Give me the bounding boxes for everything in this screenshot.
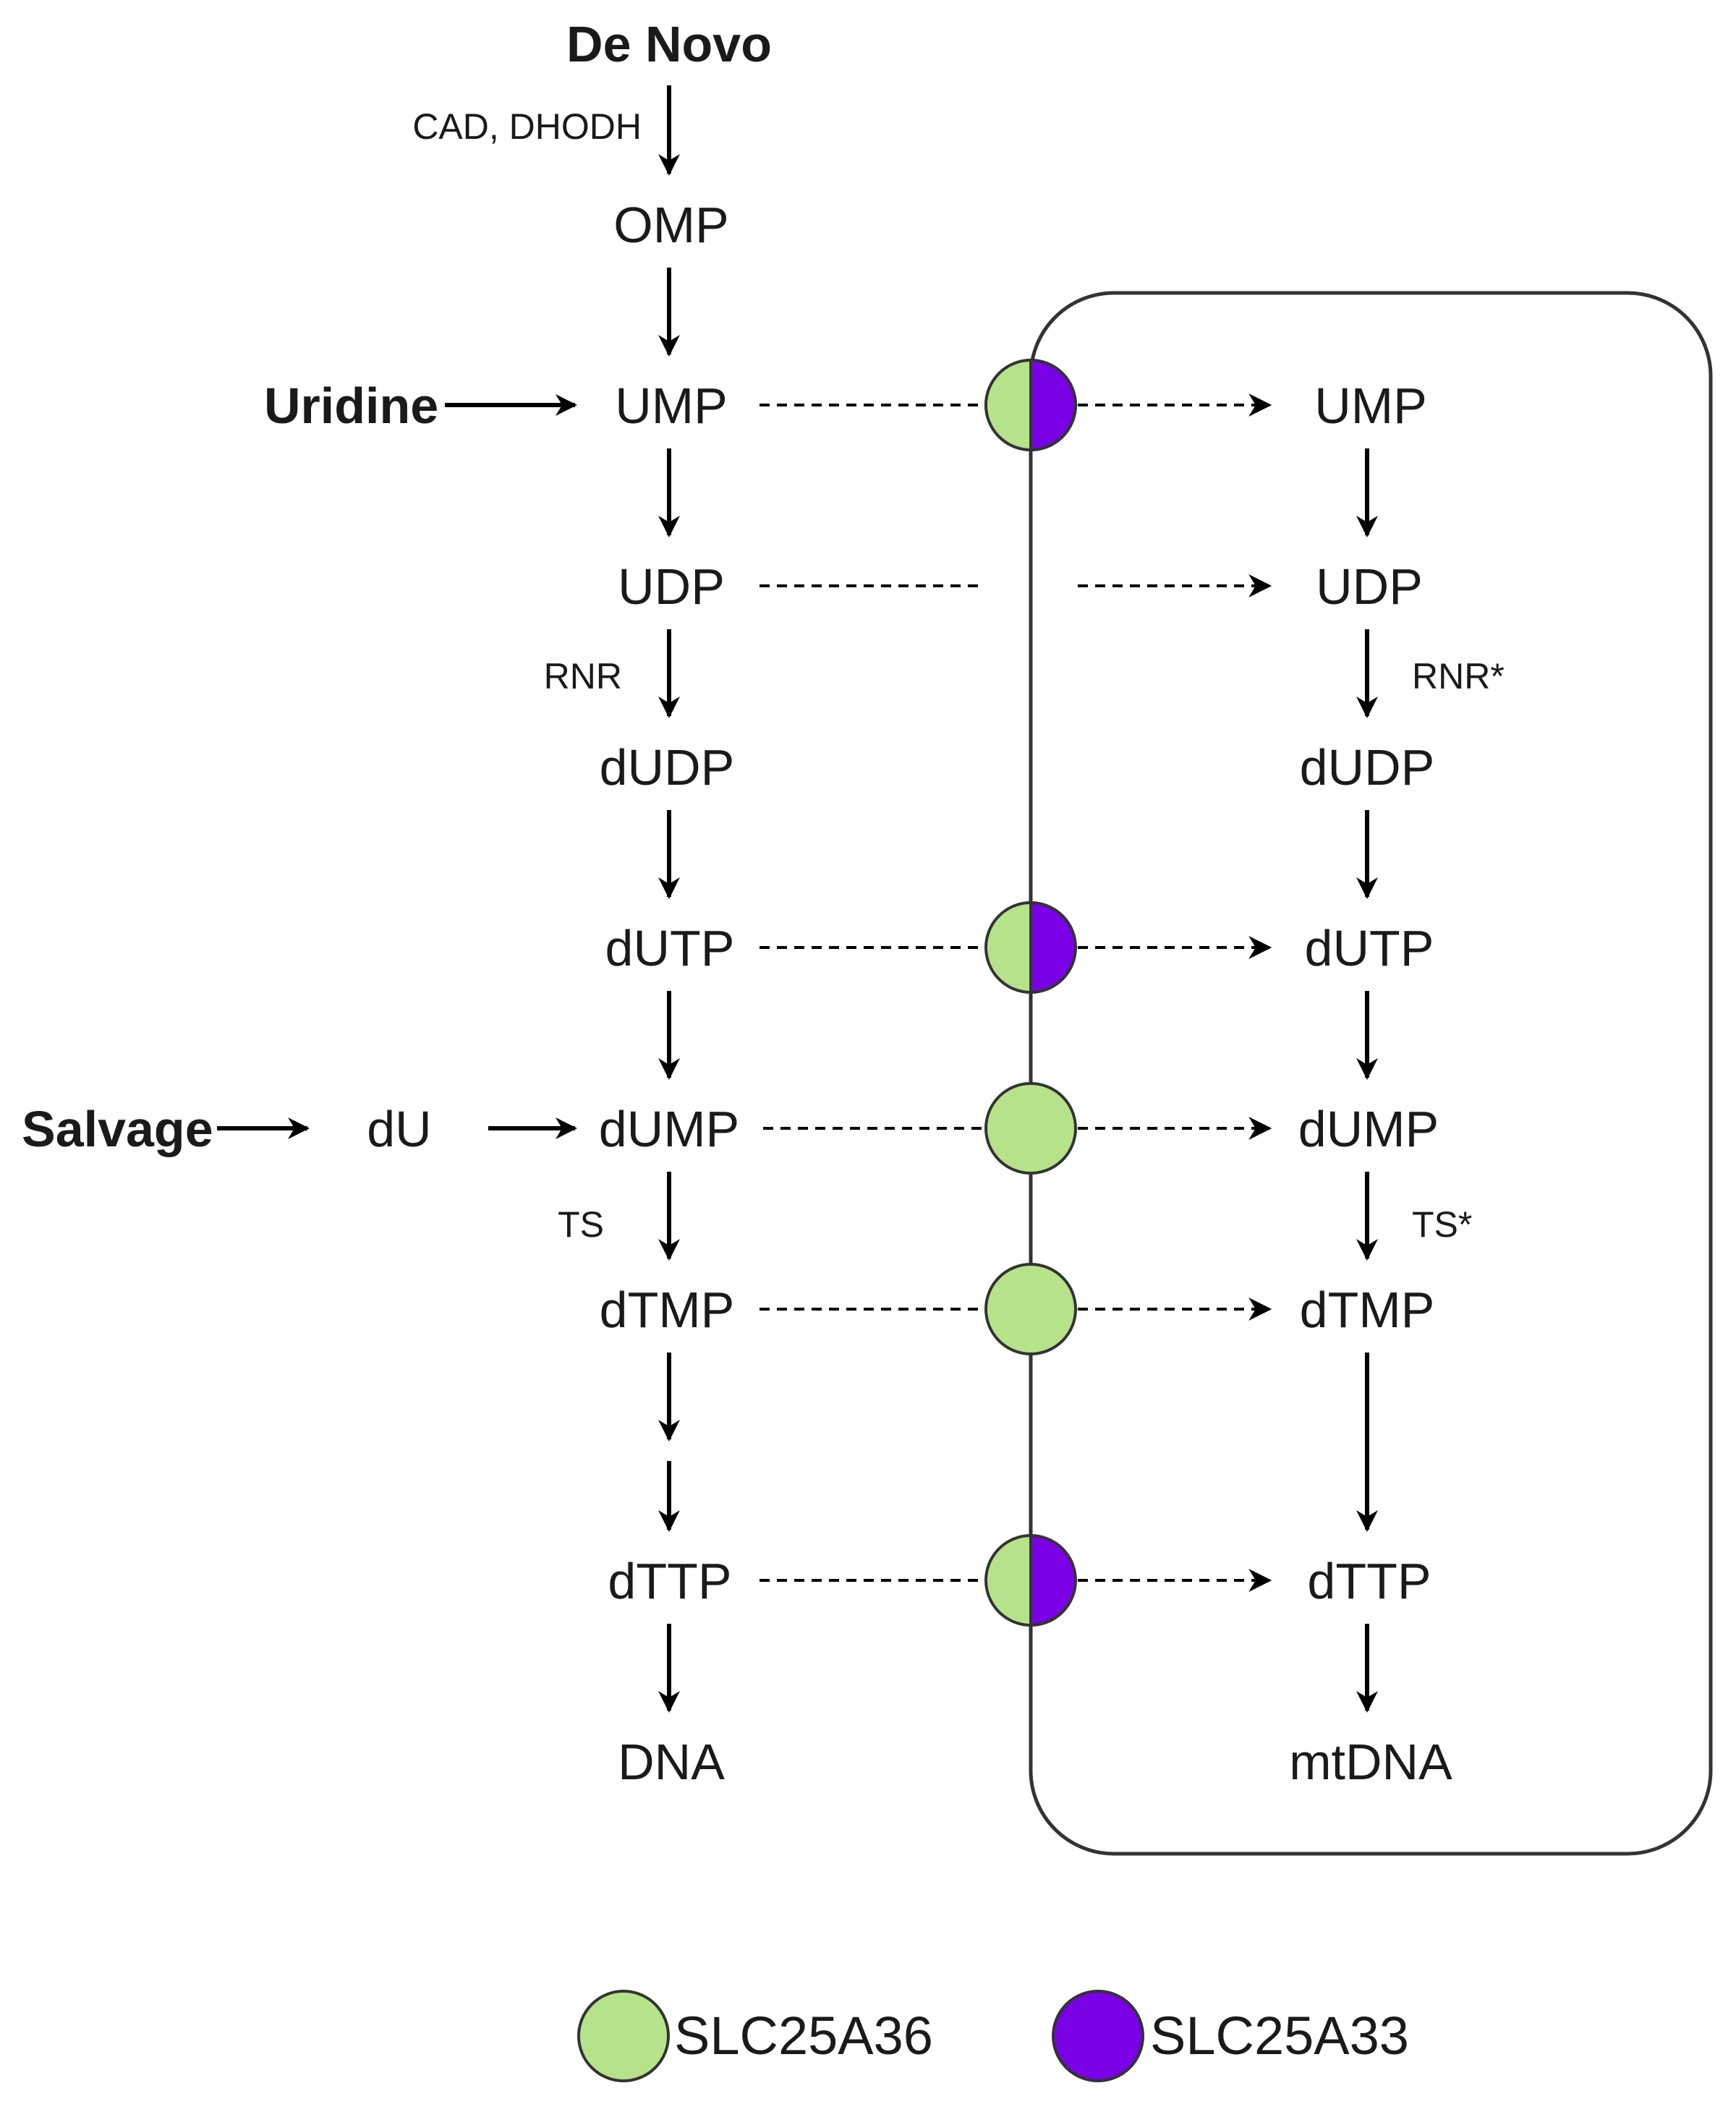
legend-slc25a36-swatch — [577, 1990, 670, 2082]
cyto-dudp: dUDP — [600, 739, 735, 796]
mito-udp: UDP — [1316, 558, 1423, 615]
rnr-enzyme: RNR — [544, 656, 622, 697]
mito-dump: dUMP — [1298, 1101, 1439, 1157]
legend-slc25a36-label: SLC25A36 — [674, 2006, 933, 2066]
cyto-du: dU — [367, 1101, 431, 1157]
cyto-dtmp: dTMP — [600, 1282, 735, 1338]
mito-dudp: dUDP — [1300, 739, 1435, 796]
legend-slc25a33-swatch — [1052, 1990, 1144, 2082]
legend-slc25a33-label: SLC25A33 — [1150, 2006, 1409, 2066]
cad-dhodh-enzyme: CAD, DHODH — [412, 106, 642, 147]
mito-dttp: dTTP — [1307, 1553, 1431, 1609]
cyto-omp: OMP — [613, 197, 728, 253]
slc25a36-half — [984, 358, 1032, 452]
slc25a33-half — [1029, 900, 1077, 994]
slc25a36-half — [984, 900, 1032, 994]
slc25a33-half — [1029, 358, 1077, 452]
cyto-dump: dUMP — [599, 1101, 739, 1157]
legend: SLC25A36 SLC25A33 — [577, 1990, 1409, 2082]
uridine-label: Uridine — [264, 378, 438, 434]
slc25a36-circle — [984, 1263, 1077, 1355]
de-novo-label: De Novo — [566, 16, 772, 72]
cyto-dutp: dUTP — [605, 920, 735, 976]
cyto-ump: UMP — [615, 378, 728, 434]
slc25a33-half — [1029, 1533, 1077, 1627]
transporter-dutp — [984, 900, 1077, 994]
transporter-dttp — [984, 1533, 1077, 1627]
cyto-dttp: dTTP — [608, 1553, 731, 1609]
mito-dutp: dUTP — [1305, 920, 1434, 976]
mitochondrion-membrane — [1029, 291, 1713, 1856]
cyto-udp: UDP — [618, 558, 725, 615]
mito-dtmp: dTMP — [1300, 1282, 1435, 1338]
slc25a36-circle — [984, 1082, 1077, 1175]
mito-mtdna: mtDNA — [1289, 1734, 1452, 1790]
cyto-dna: DNA — [618, 1734, 725, 1790]
ts-enzyme: TS — [558, 1204, 604, 1245]
transporter-dump — [984, 1082, 1077, 1175]
salvage-label: Salvage — [22, 1101, 213, 1157]
transporter-udp — [984, 358, 1077, 452]
transporter-dtmp — [984, 1263, 1077, 1355]
mito-ump: UMP — [1314, 378, 1427, 434]
slc25a36-half — [984, 1533, 1032, 1627]
ts-mito-enzyme: TS* — [1412, 1204, 1472, 1245]
rnr-mito-enzyme: RNR* — [1412, 656, 1505, 697]
